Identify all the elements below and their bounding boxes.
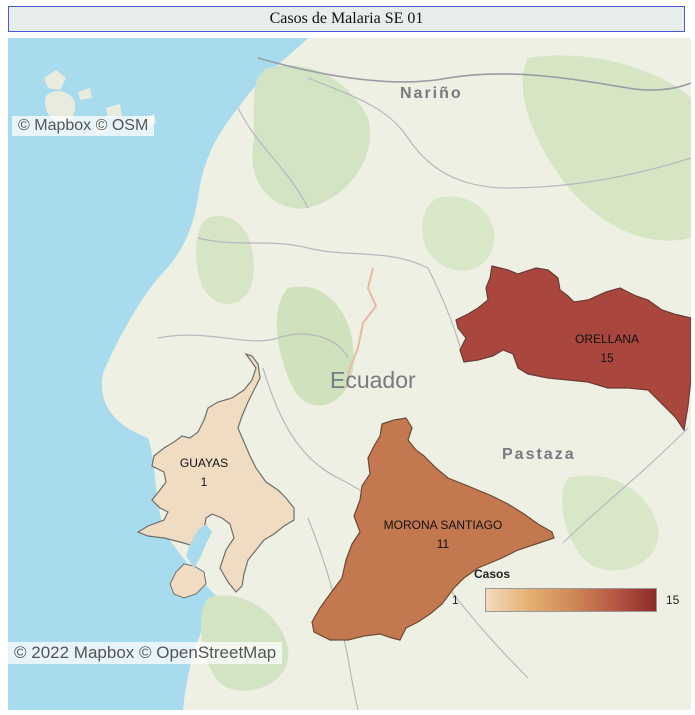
region-value-morona-santiago: 11 <box>437 537 450 551</box>
region-label-morona-santiago: MORONA SANTIAGO <box>384 518 503 532</box>
galapagos-island <box>44 70 66 90</box>
road <box>345 267 378 389</box>
ocean <box>8 38 308 710</box>
region-value-orellana: 15 <box>600 351 614 365</box>
region-orellana[interactable] <box>455 265 691 432</box>
region-value-guayas: 1 <box>201 475 208 489</box>
legend-title: Casos <box>474 567 511 581</box>
map-svg: Nariño Ecuador Pastaza ORELLANA 15 MORON… <box>8 38 691 710</box>
legend-min-label: 1 <box>452 593 459 607</box>
vegetation <box>522 55 691 241</box>
place-label-pastaza: Pastaza <box>502 446 576 463</box>
vegetation <box>422 196 495 271</box>
vegetation <box>252 65 370 209</box>
vegetation <box>276 286 354 406</box>
galapagos-island <box>106 104 122 118</box>
legend-color-ramp <box>485 588 657 612</box>
boundaries <box>157 77 691 710</box>
legend-max-label: 15 <box>666 593 680 607</box>
map-title: Casos de Malaria SE 01 <box>8 6 685 32</box>
map-attribution-bottom[interactable]: © 2022 Mapbox © OpenStreetMap <box>8 642 283 664</box>
galapagos-island <box>45 91 76 125</box>
country-border <box>257 57 691 91</box>
vegetation <box>196 216 254 305</box>
guayas-island <box>169 563 207 599</box>
map-attribution-top[interactable]: © Mapbox © OSM <box>12 116 155 136</box>
place-label-narino: Nariño <box>400 85 463 102</box>
region-morona-santiago[interactable] <box>311 417 555 641</box>
estuary <box>186 524 212 568</box>
galapagos-island <box>78 88 92 100</box>
region-label-orellana: ORELLANA <box>575 332 639 346</box>
place-label-ecuador: Ecuador <box>330 367 416 393</box>
region-label-guayas: GUAYAS <box>180 456 228 470</box>
map-canvas[interactable]: Nariño Ecuador Pastaza ORELLANA 15 MORON… <box>8 38 691 710</box>
vegetation <box>562 475 659 571</box>
region-guayas[interactable] <box>136 352 295 593</box>
